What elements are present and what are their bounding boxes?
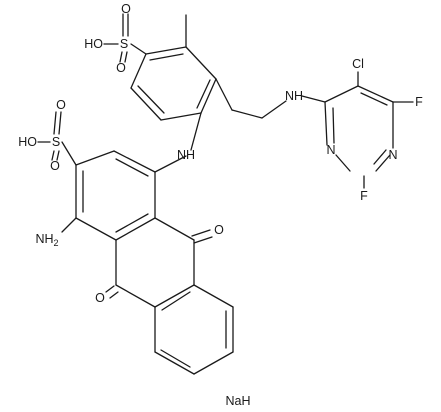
- amine-bridge-label: NH: [177, 148, 195, 162]
- oxygen-label-left-1: O: [56, 98, 66, 112]
- keto-oxygen-label-2: O: [95, 291, 105, 305]
- nitrogen-label-pyrimidine-2: N: [326, 143, 335, 157]
- counterion-label: NaH: [225, 394, 250, 408]
- amino-label: NH2: [35, 232, 58, 248]
- fluorine-label-bottom: F: [360, 189, 368, 203]
- fluorine-label-right: F: [415, 95, 423, 109]
- amine-link-label: NH: [285, 89, 303, 103]
- sulfur-label-top: S: [120, 37, 128, 51]
- keto-oxygen-label-1: O: [214, 223, 224, 237]
- nitrogen-label-pyrimidine-1: N: [388, 148, 397, 162]
- sulfur-label-left: S: [52, 135, 60, 149]
- hydroxyl-label-top: HO: [84, 37, 103, 51]
- oxygen-label-left-2: O: [50, 159, 60, 173]
- oxygen-label-top-2: O: [116, 61, 126, 75]
- chlorine-label: Cl: [352, 57, 364, 71]
- atom-labels: HO S O O Cl NH F N N F HO S O O NH NH2 O…: [18, 2, 423, 408]
- oxygen-label-top-1: O: [121, 2, 131, 16]
- amino-label-main: NH: [35, 232, 53, 246]
- bond-lines: [37, 13, 414, 375]
- amino-label-subscript: 2: [54, 238, 59, 248]
- hydroxyl-label-left: HO: [18, 135, 37, 149]
